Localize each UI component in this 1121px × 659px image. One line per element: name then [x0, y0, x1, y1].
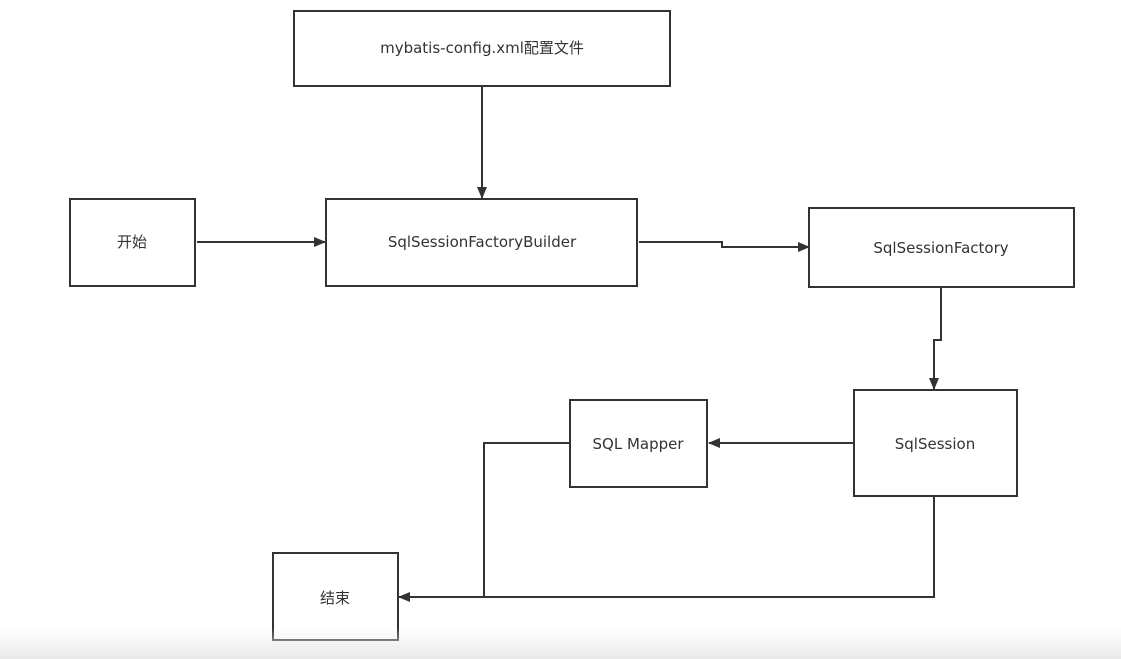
node-sqlsessionfactory-label: SqlSessionFactory: [873, 239, 1008, 257]
edge-session-to-end: [484, 496, 935, 598]
node-start: 开始: [69, 198, 196, 287]
node-sqlsessionfactorybuilder: SqlSessionFactoryBuilder: [325, 198, 638, 287]
node-end-label: 结束: [320, 589, 350, 607]
node-sqlsession-label: SqlSession: [895, 435, 975, 453]
node-end: 结束: [272, 552, 399, 641]
node-sqlsessionfactorybuilder-label: SqlSessionFactoryBuilder: [388, 233, 577, 251]
node-sql-mapper-label: SQL Mapper: [592, 435, 684, 453]
edge-mapper-to-end: [398, 442, 569, 602]
node-sqlsession: SqlSession: [853, 389, 1018, 497]
edge-factory-to-session: [929, 287, 942, 390]
node-config-file: mybatis-config.xml配置文件: [293, 10, 671, 87]
node-config-file-label: mybatis-config.xml配置文件: [380, 39, 584, 57]
node-sqlsessionfactory: SqlSessionFactory: [808, 207, 1075, 288]
node-sql-mapper: SQL Mapper: [569, 399, 708, 488]
edge-builder-to-factory: [639, 241, 810, 252]
bottom-shade: [0, 628, 1121, 659]
node-start-label: 开始: [117, 233, 147, 251]
